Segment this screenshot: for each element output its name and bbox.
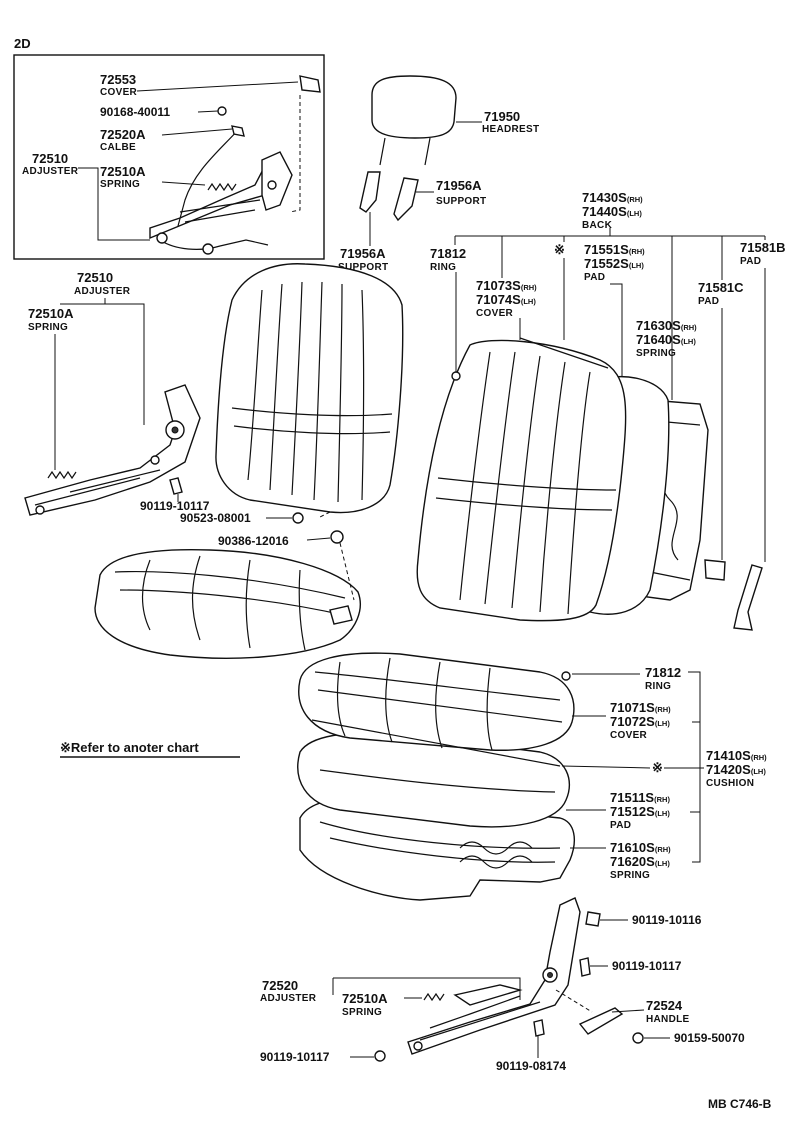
- label-71551-mark: ※: [554, 242, 565, 257]
- label-90119-10117-a-num: 90119-10117: [140, 499, 210, 513]
- label-71950-num: 71950: [484, 109, 520, 124]
- label-90119-10117-b-num: 90119-10117: [612, 959, 682, 973]
- label-72520a-num: 72520A: [100, 127, 146, 142]
- drawing-code: MB C746-B: [708, 1097, 772, 1111]
- label-71551-name: PAD: [584, 272, 605, 283]
- right-seatback-shape: [416, 339, 627, 622]
- headrest-group: 71950 HEADREST 71956A SUPPORT 71956A SUP…: [338, 75, 539, 273]
- label-72510-inset-name: ADJUSTER: [22, 166, 79, 177]
- label-72510a-bottom-name: SPRING: [342, 1007, 382, 1018]
- label-90523-num: 90523-08001: [180, 511, 251, 525]
- label-71512-lh: 71512S(LH): [610, 804, 670, 819]
- label-71812-bottom-num: 71812: [645, 665, 681, 680]
- label-71430-name: BACK: [582, 220, 613, 231]
- right-seatback-labels: 71430S(RH) 71440S(LH) BACK 71812 RING ※ …: [430, 190, 786, 562]
- inset-adjuster-drawing: [149, 75, 321, 255]
- support-a-shape: [359, 171, 381, 213]
- label-90159-num: 90159-50070: [674, 1031, 745, 1045]
- label-72524-name: HANDLE: [646, 1014, 689, 1025]
- left-middle-bolts: 90523-08001 90386-12016: [180, 511, 355, 601]
- label-71430-rh: 71430S(RH): [582, 190, 643, 205]
- label-71073-name: COVER: [476, 308, 514, 319]
- label-72524-num: 72524: [646, 998, 683, 1013]
- label-71071-name: COVER: [610, 730, 648, 741]
- label-72510a-bottom-num: 72510A: [342, 991, 388, 1006]
- right-cushion-shape: [298, 652, 575, 751]
- label-71812-top-num: 71812: [430, 246, 466, 261]
- label-72510a-left-name: SPRING: [28, 322, 68, 333]
- right-seatback: [416, 337, 763, 631]
- label-71956a-b-num: 71956A: [340, 246, 386, 261]
- label-71581b-name: PAD: [740, 256, 761, 267]
- label-71581c-name: PAD: [698, 296, 719, 307]
- label-71410-rh: 71410S(RH): [706, 748, 767, 763]
- note-text: ※Refer to anoter chart: [60, 740, 199, 755]
- right-cushion-labels: 71812 RING 71071S(RH) 71072S(LH) COVER ※…: [561, 665, 767, 881]
- label-71581c-num: 71581C: [698, 280, 744, 295]
- left-adjuster: 72510 ADJUSTER 72510A SPRING 90119-10117: [24, 270, 210, 516]
- label-71956a-a-name: SUPPORT: [436, 196, 486, 207]
- label-72553-name: COVER: [100, 87, 138, 98]
- label-72510-left-num: 72510: [77, 270, 113, 285]
- label-71072-lh: 71072S(LH): [610, 714, 670, 729]
- label-71956a-a-num: 71956A: [436, 178, 482, 193]
- label-71630-name: SPRING: [636, 348, 676, 359]
- left-cushion-shape: [94, 548, 361, 659]
- label-71073-rh: 71073S(RH): [476, 278, 537, 293]
- label-71511-rh: 71511S(RH): [610, 790, 670, 805]
- label-90119-10117-c-num: 90119-10117: [260, 1050, 330, 1064]
- label-71511-name: PAD: [610, 820, 631, 831]
- bottom-adjuster: 90119-10116 90119-10117 72520 ADJUSTER 7…: [260, 897, 745, 1073]
- label-72510a-inset-name: SPRING: [100, 179, 140, 190]
- inset-frame: [13, 54, 325, 260]
- label-71640-lh: 71640S(LH): [636, 332, 696, 347]
- label-71950-name: HEADREST: [482, 124, 539, 135]
- label-71812-top-name: RING: [430, 262, 456, 273]
- headrest-shape: [371, 75, 457, 139]
- label-71420-lh: 71420S(LH): [706, 762, 766, 777]
- support-b-shape: [393, 177, 419, 222]
- label-71610-rh: 71610S(RH): [610, 840, 671, 855]
- label-90168-num: 90168-40011: [100, 105, 170, 119]
- label-71552-lh: 71552S(LH): [584, 256, 644, 271]
- label-71074-lh: 71074S(LH): [476, 292, 536, 307]
- label-72520-num: 72520: [262, 978, 298, 993]
- label-90386-num: 90386-12016: [218, 534, 289, 548]
- label-72553-num: 72553: [100, 72, 136, 87]
- note: ※Refer to anoter chart: [60, 740, 240, 758]
- label-71440-lh: 71440S(LH): [582, 204, 642, 219]
- label-71956a-b-name: SUPPORT: [338, 262, 388, 273]
- label-71812-bottom-name: RING: [645, 681, 671, 692]
- label-72520a-name: CALBE: [100, 142, 136, 153]
- label-90119-10116-num: 90119-10116: [632, 913, 702, 927]
- label-71610-name: SPRING: [610, 870, 650, 881]
- label-71630-rh: 71630S(RH): [636, 318, 697, 333]
- label-72520-name: ADJUSTER: [260, 993, 317, 1004]
- label-72510-inset-num: 72510: [32, 151, 68, 166]
- label-72510a-left-num: 72510A: [28, 306, 74, 321]
- left-seatback: [215, 263, 404, 514]
- label-72510-left-name: ADJUSTER: [74, 286, 131, 297]
- right-cushion: [297, 652, 576, 901]
- label-71410-mark: ※: [652, 760, 663, 775]
- inset-2d: 2D 72553 COVER 90168-4: [13, 36, 325, 260]
- label-72510a-inset-num: 72510A: [100, 164, 146, 179]
- label-71410-name: CUSHION: [706, 778, 754, 789]
- label-90119-08174-num: 90119-08174: [496, 1059, 566, 1073]
- label-71551-rh: 71551S(RH): [584, 242, 645, 257]
- left-cushion: [94, 548, 361, 659]
- label-71071-rh: 71071S(RH): [610, 700, 671, 715]
- label-71620-lh: 71620S(LH): [610, 854, 670, 869]
- inset-title: 2D: [14, 36, 31, 51]
- left-seatback-shape: [215, 263, 404, 514]
- label-71581b-num: 71581B: [740, 240, 786, 255]
